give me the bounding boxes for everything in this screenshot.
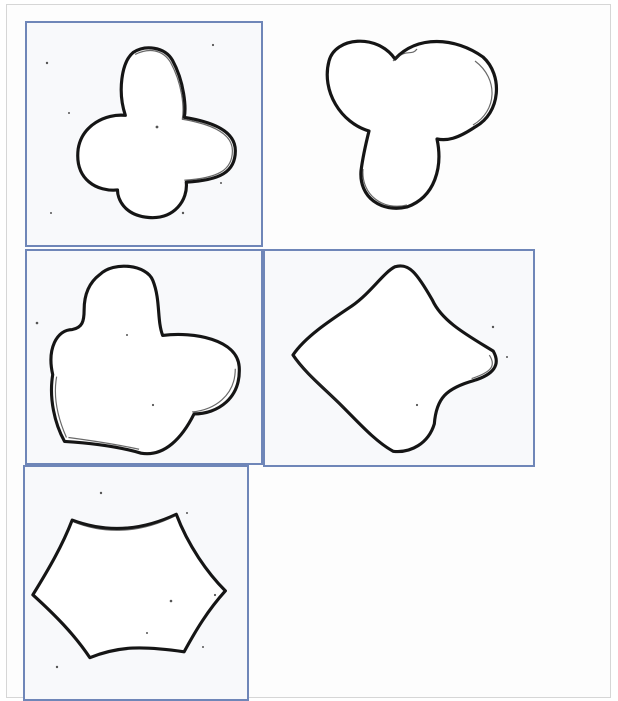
scanned-page bbox=[6, 4, 611, 698]
concave-hexagon-shape bbox=[25, 467, 247, 699]
four-lobed-blob-shape bbox=[27, 23, 261, 245]
shape-cell-concave-diamond bbox=[263, 249, 535, 467]
shape-cell-irregular-blob bbox=[25, 249, 263, 465]
shape-cell-four-lobed bbox=[25, 21, 263, 247]
irregular-blob-shape bbox=[27, 251, 261, 463]
shape-cell-three-lobed bbox=[307, 27, 517, 227]
concave-diamond-shape bbox=[265, 251, 533, 465]
three-lobed-blob-shape bbox=[307, 27, 517, 227]
shape-cell-concave-hexagon bbox=[23, 465, 249, 701]
